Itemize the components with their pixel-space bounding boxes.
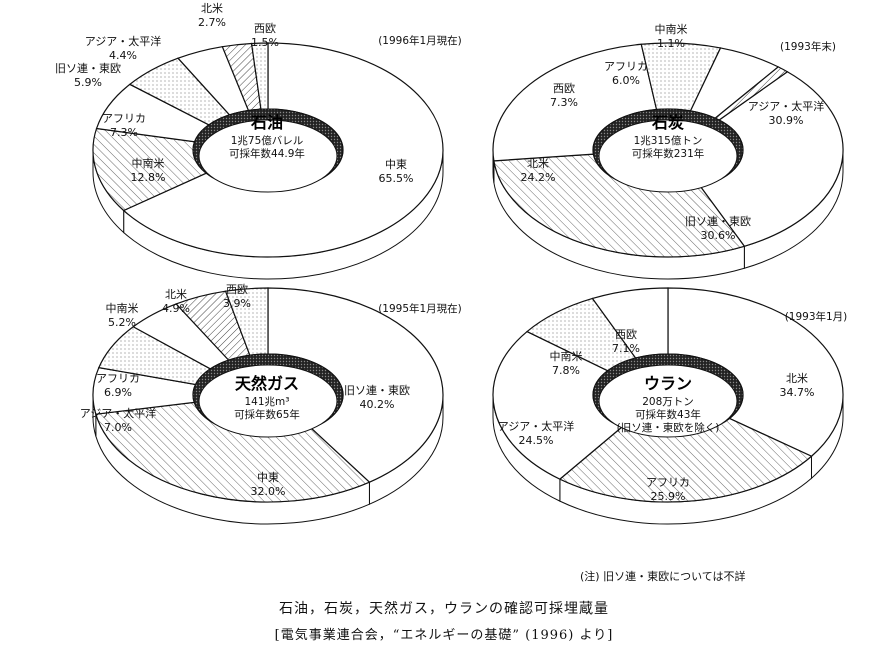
slice-percent: 6.0% xyxy=(612,74,640,87)
as-of-label: (1996年1月現在) xyxy=(378,34,462,47)
slice-percent: 30.6% xyxy=(701,229,736,242)
slice-label: 旧ソ連・東欧 xyxy=(55,61,121,75)
slice-percent: 4.9% xyxy=(162,302,190,315)
center-title: 石油 xyxy=(250,113,283,132)
slice-percent: 7.8% xyxy=(552,364,580,377)
slice-label: 中南米 xyxy=(132,157,165,170)
footnote: (注) 旧ソ連・東欧については不詳 xyxy=(580,570,746,583)
slice-percent: 40.2% xyxy=(360,398,395,411)
slice-label: 中東 xyxy=(257,471,279,484)
slice-percent: 7.0% xyxy=(104,421,132,434)
slice-label: アジア・太平洋 xyxy=(748,99,825,113)
slice-label: 北米 xyxy=(201,2,223,15)
slice-label: 西欧 xyxy=(254,22,276,35)
as-of-label: (1995年1月現在) xyxy=(378,302,462,315)
center-detail: 1兆315億トン xyxy=(634,134,703,147)
slice-label: 旧ソ連・東欧 xyxy=(344,383,410,397)
inner-face xyxy=(198,364,338,438)
slice-label: アジア・太平洋 xyxy=(85,34,162,48)
slice-percent: 12.8% xyxy=(131,171,166,184)
slice-percent: 30.9% xyxy=(769,114,804,127)
center-detail: 208万トン xyxy=(642,396,694,408)
slice-percent: 25.9% xyxy=(651,490,686,503)
slice-label: アジア・太平洋 xyxy=(80,406,157,420)
slice-label: 中南米 xyxy=(106,302,139,315)
slice-percent: 7.1% xyxy=(612,342,640,355)
center-detail: 可採年数43年 xyxy=(635,408,701,421)
slice-label: アフリカ xyxy=(96,372,140,385)
slice-percent: 7.3% xyxy=(110,126,138,139)
slice-label: 中南米 xyxy=(655,23,688,36)
slice-percent: 3.9% xyxy=(223,297,251,310)
center-detail: 141兆m³ xyxy=(245,396,290,408)
center-detail: 可採年数65年 xyxy=(234,408,300,421)
center-title: ウラン xyxy=(644,374,692,393)
slice-percent: 2.7% xyxy=(198,16,226,29)
slice-label: 北米 xyxy=(165,288,187,301)
slice-label: 北米 xyxy=(527,157,549,170)
slice-percent: 65.5% xyxy=(379,172,414,185)
slice-percent: 24.2% xyxy=(521,171,556,184)
slice-percent: 6.9% xyxy=(104,386,132,399)
figure-source: [電気事業連合会，“エネルギーの基礎” (1996) より] xyxy=(274,628,614,643)
figure-caption: 石油，石炭，天然ガス，ウランの確認可採埋蔵量 xyxy=(279,601,609,617)
inner-face xyxy=(198,119,338,193)
slice-percent: 32.0% xyxy=(251,485,286,498)
inner-face xyxy=(598,119,738,193)
slice-percent: 4.4% xyxy=(109,49,137,62)
center-title: 天然ガス xyxy=(235,374,299,393)
slice-label: アフリカ xyxy=(102,112,146,125)
center-title: 石炭 xyxy=(651,113,684,132)
as-of-label: (1993年末) xyxy=(780,40,836,53)
center-detail: (旧ソ連・東欧を除く) xyxy=(617,421,720,434)
slice-percent: 34.7% xyxy=(780,386,815,399)
center-detail: 1兆75億バレル xyxy=(231,134,304,147)
slice-label: 中東 xyxy=(385,158,407,171)
center-detail: 可採年数44.9年 xyxy=(229,147,305,160)
slice-label: 北米 xyxy=(786,372,808,385)
slice-percent: 24.5% xyxy=(519,434,554,447)
inner-face xyxy=(598,364,738,438)
slice-percent: 7.3% xyxy=(550,96,578,109)
center-detail: 可採年数231年 xyxy=(632,147,705,160)
as-of-label: (1993年1月) xyxy=(785,310,848,323)
slice-label: 中南米 xyxy=(550,350,583,363)
slice-label: 旧ソ連・東欧 xyxy=(685,214,751,228)
slice-label: アジア・太平洋 xyxy=(498,419,575,433)
slice-percent: 1.5% xyxy=(251,36,279,49)
slice-label: アフリカ xyxy=(646,476,690,489)
slice-label: アフリカ xyxy=(604,60,648,73)
slice-percent: 5.9% xyxy=(74,76,102,89)
slice-label: 西欧 xyxy=(615,328,637,341)
slice-label: 西欧 xyxy=(553,82,575,95)
slice-label: 西欧 xyxy=(226,283,248,296)
slice-percent: 5.2% xyxy=(108,316,136,329)
slice-percent: 1.1% xyxy=(657,37,685,50)
